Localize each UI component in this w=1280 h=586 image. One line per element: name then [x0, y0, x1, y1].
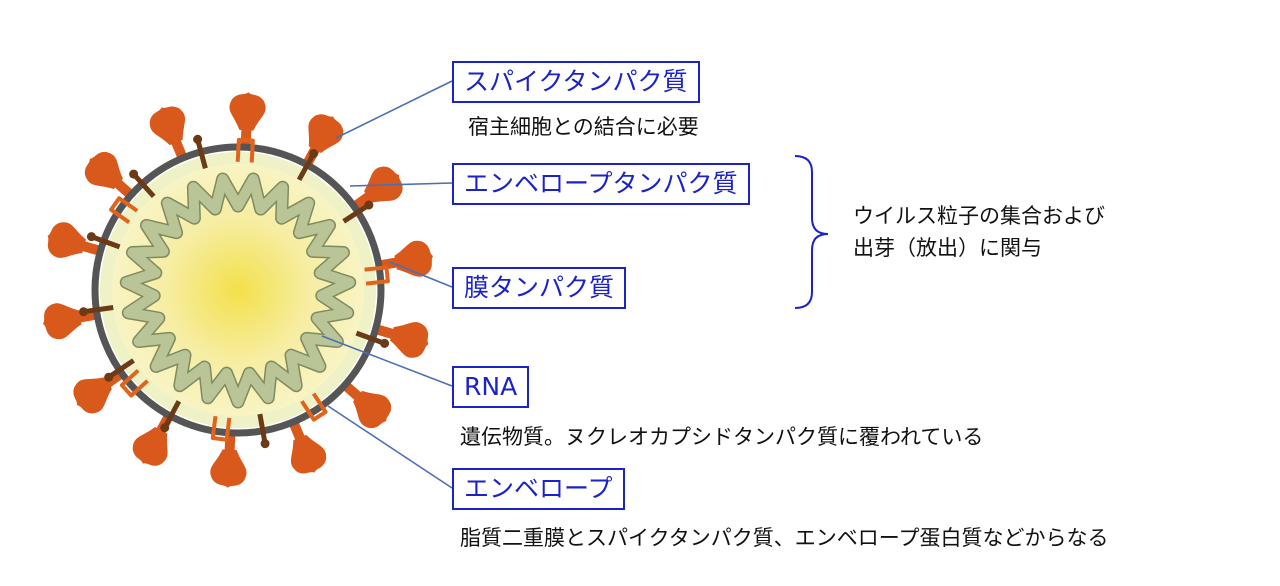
envelope-protein-tip — [129, 169, 139, 179]
envelope-protein — [86, 232, 121, 250]
label-membrane-protein: 膜タンパク質 — [452, 267, 627, 309]
envelope-protein-stick — [355, 330, 386, 346]
membrane-protein-loop — [210, 415, 232, 442]
envelope-protein-stick — [342, 202, 371, 224]
label-envelope-protein: エンベロープタンパク質 — [452, 163, 750, 205]
membrane-proteins — [109, 137, 390, 442]
envelope-protein — [160, 400, 182, 433]
membrane-protein — [300, 392, 328, 422]
label-rna: RNA — [452, 366, 530, 408]
desc-group-line2: 出芽（放出）に関与 — [853, 236, 1042, 260]
leader-line-rna — [321, 335, 453, 387]
membrane-protein — [210, 415, 232, 442]
envelope-protein-tip — [79, 307, 89, 317]
envelope-protein-tip — [104, 372, 114, 382]
spike-head — [308, 114, 344, 154]
envelope-protein — [193, 134, 208, 169]
leader-line-membrane — [389, 261, 453, 288]
spike-head — [229, 92, 266, 131]
membrane-protein — [235, 137, 255, 163]
spike-head — [73, 377, 112, 414]
desc-envelope: 脂質二重膜とスパイクタンパク質、エンベロープ蛋白質などからなる — [460, 526, 1109, 550]
envelope-protein-stick — [296, 152, 316, 182]
membrane-protein-loop — [364, 265, 390, 286]
envelope-protein-tip — [86, 232, 96, 242]
spike-head — [47, 222, 87, 258]
membrane-protein-loop — [119, 368, 149, 398]
leader-line-spike — [335, 80, 453, 139]
membrane-protein — [119, 368, 149, 398]
spike-head — [42, 303, 82, 340]
membrane-protein-loop — [235, 137, 255, 163]
spike-head — [132, 426, 168, 466]
envelope-protein-stick — [162, 400, 182, 429]
spike-head — [394, 240, 434, 277]
membrane-protein-loop — [109, 196, 139, 224]
group-brace — [794, 155, 829, 309]
envelope-protein-stick — [257, 413, 268, 445]
spike-head — [389, 322, 429, 358]
membrane-protein-loop — [300, 392, 328, 422]
envelope-proteins — [79, 134, 390, 449]
rna-coil-fill — [121, 174, 355, 407]
envelope-protein — [296, 149, 319, 182]
envelope-protein-tip — [260, 439, 270, 449]
spike-head — [84, 151, 123, 190]
envelope-protein — [342, 200, 374, 224]
leader-line-envelope-protein — [349, 182, 453, 187]
membrane-protein — [364, 265, 390, 286]
leader-line-envelope — [327, 405, 453, 489]
envelope-protein — [104, 358, 135, 382]
envelope-protein-tip — [309, 149, 319, 159]
envelope-protein — [355, 330, 390, 348]
envelope-protein-tip — [193, 134, 203, 144]
desc-rna: 遺伝物質。ヌクレオカプシドタンパク質に覆われている — [460, 425, 984, 449]
spike-head — [210, 449, 247, 488]
label-envelope: エンベロープ — [452, 468, 625, 510]
envelope-protein-stick — [83, 305, 114, 315]
envelope-protein-tip — [364, 200, 374, 210]
membrane-protein — [109, 196, 139, 224]
envelope-protein-stick — [131, 172, 156, 199]
envelope-protein-tip — [160, 423, 170, 433]
desc-group-line1: ウイルス粒子の集合および — [853, 204, 1105, 228]
spike-head — [149, 106, 185, 146]
envelope-protein-tip — [380, 338, 390, 348]
envelope-protein — [129, 169, 156, 199]
label-spike-protein: スパイクタンパク質 — [452, 61, 700, 103]
envelope-protein-stick — [195, 138, 208, 169]
spike-head — [291, 434, 327, 474]
desc-spike-protein: 宿主細胞との結合に必要 — [468, 115, 699, 139]
envelope-protein — [257, 413, 270, 449]
envelope-protein — [79, 305, 114, 317]
envelope-protein-stick — [107, 358, 135, 380]
spike-head — [353, 390, 392, 429]
envelope-protein-stick — [90, 234, 121, 250]
